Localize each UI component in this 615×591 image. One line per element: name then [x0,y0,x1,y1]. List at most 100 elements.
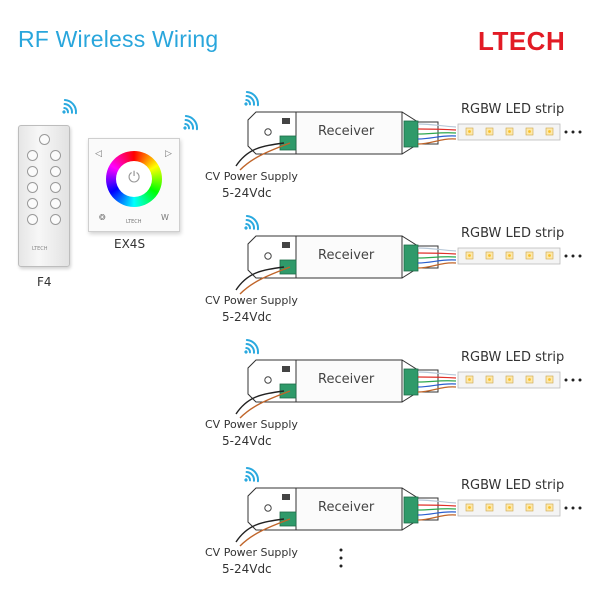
led-dot [548,130,551,133]
left-arrow-icon: ◁ [95,149,102,159]
output-wire [417,386,457,393]
led-dot [488,378,491,381]
led-dot [508,506,511,509]
voltage-label: 5-24Vdc [222,434,272,448]
receiver-label: Receiver [318,372,375,387]
power-supply-label: CV Power Supply [205,418,298,431]
wifi-dot [244,478,248,482]
led-dot [528,130,531,133]
strip-continuation-dot [571,378,575,382]
voltage-label: 5-24Vdc [222,310,272,324]
remote-button [50,182,61,193]
output-wire [417,508,457,511]
wifi-dot [183,126,187,130]
receiver-label: Receiver [318,248,375,263]
wifi-arc [245,223,251,230]
voltage-label: 5-24Vdc [222,562,272,576]
strip-continuation-dot [571,130,575,134]
strip-continuation-dot [564,254,568,258]
wifi-arc [245,471,255,482]
output-terminal [403,120,419,148]
output-terminal [403,244,419,272]
wifi-arc [245,347,251,354]
learn-button [282,242,290,248]
led-dot [528,254,531,257]
wifi-signal-icon [183,115,198,131]
f4-remote: LTECH [18,125,70,267]
power-supply-label: CV Power Supply [205,546,298,559]
wifi-arc [184,123,190,130]
wifi-signal-icon [244,467,259,483]
output-wire [417,514,457,521]
output-wire [417,376,457,379]
receiver-label: Receiver [318,500,375,515]
led-dot [468,378,471,381]
page-title: RF Wireless Wiring [18,26,219,52]
power-supply-label: CV Power Supply [205,170,298,183]
receiver-row [235,235,582,295]
output-wire [417,252,457,255]
color-wheel-center [116,161,152,197]
wifi-arc [245,219,255,230]
remote-button [27,214,38,225]
remote-button [50,166,61,177]
remote-button [27,182,38,193]
led-dot [468,130,471,133]
wifi-arc [245,95,255,106]
learn-button [282,366,290,372]
output-wire [417,380,457,383]
led-dot [528,506,531,509]
power-wire-brown [239,390,291,419]
output-wire [417,138,457,145]
remote-button [50,150,61,161]
brightness-icon: ❂ [99,213,106,222]
remote-button [27,198,38,209]
output-wire [417,383,457,388]
wifi-arc [63,107,69,114]
output-wire [417,123,457,128]
remote-brand-text: LTECH [32,246,48,252]
strip-continuation-dot [578,378,582,382]
remote-button [50,214,61,225]
receiver-row [235,487,582,547]
strip-label: RGBW LED strip [461,350,565,365]
output-wire [417,256,457,259]
strip-label: RGBW LED strip [461,102,565,117]
led-dot [548,506,551,509]
output-wire [417,511,457,516]
output-wire [417,504,457,507]
receiver-label: Receiver [318,124,375,139]
wifi-dot [244,226,248,230]
mounting-hole [264,376,272,384]
strip-continuation-dot [578,506,582,510]
power-wire-black [235,518,285,543]
white-channel-label: W [161,213,169,222]
led-dot [548,378,551,381]
output-terminal [403,496,419,524]
wifi-signal-icon [244,339,259,355]
led-dot [508,254,511,257]
strip-continuation-dot [578,130,582,134]
continuation-dot [339,556,343,560]
led-dot [528,378,531,381]
voltage-label: 5-24Vdc [222,186,272,200]
wifi-dot [244,350,248,354]
output-wire [417,128,457,131]
led-dot [468,506,471,509]
wifi-arc [184,115,198,131]
output-wire [417,247,457,252]
remote-button [39,134,50,145]
ex4s-panel: ◁ ▷ ⏻ ❂ W LTECH [88,138,180,232]
output-terminal [403,368,419,396]
output-wire [417,371,457,376]
panel-label: EX4S [114,237,146,251]
strip-continuation-dot [571,506,575,510]
brand-logo: LTECH [478,26,566,56]
strip-continuation-dot [571,254,575,258]
wifi-arc [245,475,251,482]
led-dot [468,254,471,257]
wifi-arc [245,467,259,483]
power-wire-black [235,142,285,167]
learn-button [282,494,290,500]
